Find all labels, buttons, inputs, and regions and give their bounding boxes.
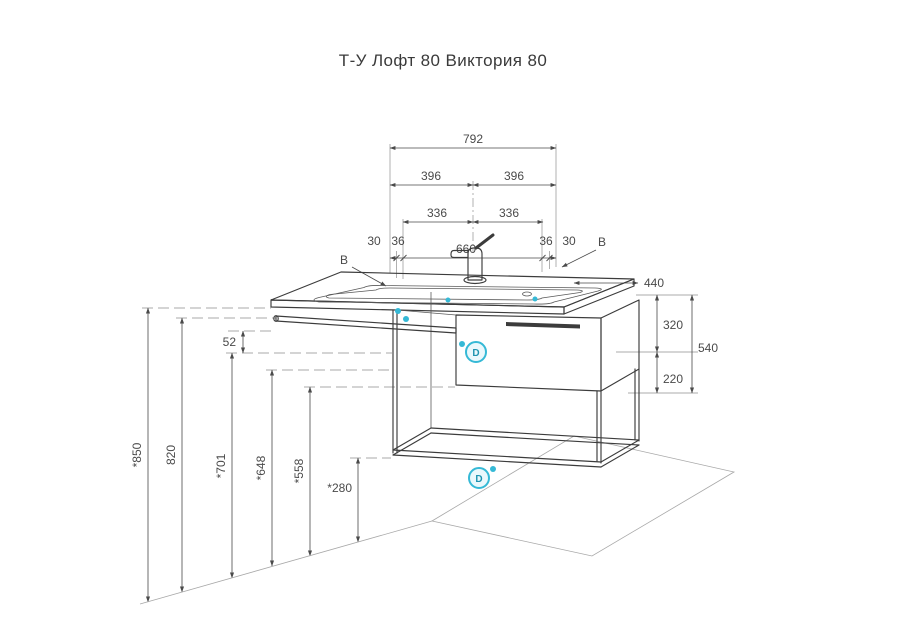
dim-height-220: 220 (663, 372, 683, 386)
dim-tick (546, 254, 553, 262)
dim-height-540: 540 (698, 341, 718, 355)
dim-height-280: *280 (327, 481, 352, 495)
dim-36-left: 36 (391, 234, 405, 248)
callout-letter-1: D (472, 348, 479, 359)
dim-height-701: *701 (214, 453, 228, 478)
dim-height-820: 820 (164, 445, 178, 465)
dim-depth-440: 440 (644, 276, 664, 290)
drawer-handle (506, 322, 580, 329)
section-leader-right (561, 249, 597, 268)
back-bottom-rail (430, 427, 640, 446)
dim-tick (393, 254, 400, 262)
dim-336-left: 336 (427, 206, 447, 220)
section-leader-left (351, 266, 387, 287)
dim-tick (539, 254, 546, 262)
cabinet-right-side (600, 299, 640, 392)
faucet-spout (450, 249, 469, 259)
right-bottom-rail (600, 439, 640, 468)
section-labels: B B (340, 235, 606, 287)
dim-660: 660 (456, 242, 476, 256)
mount-point-dot (403, 316, 409, 322)
callout-markers: D D (395, 296, 538, 489)
section-label-b-left: B (340, 253, 348, 267)
sink-basin (325, 287, 583, 301)
top-dimensions: 792 396 396 336 336 30 36 660 36 30 (367, 132, 576, 279)
drain-hole (522, 291, 532, 297)
mount-point-dot (459, 341, 465, 347)
front-left-leg (392, 309, 398, 454)
dim-height-320: 320 (663, 318, 683, 332)
dim-height-648: *648 (254, 455, 268, 480)
faucet-lever (474, 233, 495, 250)
dim-36-right: 36 (539, 234, 553, 248)
mount-point-dot (532, 296, 538, 302)
page-title: Т-У Лофт 80 Виктория 80 (339, 51, 547, 70)
underside-rail (396, 309, 457, 316)
dim-396-left: 396 (421, 169, 441, 183)
dim-30-right: 30 (562, 234, 576, 248)
dim-396-right: 396 (504, 169, 524, 183)
sink-rim (313, 285, 602, 305)
dim-tick (400, 254, 407, 262)
back-right-leg (634, 368, 640, 442)
section-label-b-right: B (598, 235, 606, 249)
right-dimensions: 440 320 220 540 (573, 276, 718, 394)
callout-circle-2 (468, 467, 490, 489)
vanity-drawing (270, 233, 640, 468)
dim-336-right: 336 (499, 206, 519, 220)
dim-height-558: *558 (292, 458, 306, 483)
floor-outline (430, 435, 736, 557)
front-right-leg (596, 390, 602, 464)
dim-gap-52: 52 (223, 335, 237, 349)
towel-bar (273, 315, 457, 334)
mount-point-dot (445, 297, 451, 303)
countertop-right-edge (563, 278, 635, 315)
front-bottom-rail (392, 449, 602, 468)
mount-point-dot (490, 466, 496, 472)
towel-bar-cap (273, 315, 279, 322)
dim-width-792: 792 (463, 132, 483, 146)
callout-letter-2: D (475, 474, 482, 485)
metal-frame (392, 309, 640, 468)
callout-circle-1 (465, 341, 487, 363)
dim-height-850: *850 (130, 442, 144, 467)
floor-slope-line (139, 520, 433, 605)
left-bottom-rail (392, 427, 432, 456)
towel-bar-rail (275, 315, 457, 334)
faucet (450, 233, 495, 285)
faucet-base (463, 275, 487, 285)
dim-30-left: 30 (367, 234, 381, 248)
left-dimensions: *850 820 *701 *648 *558 *280 52 (130, 307, 455, 605)
mount-point-dot (395, 308, 401, 314)
